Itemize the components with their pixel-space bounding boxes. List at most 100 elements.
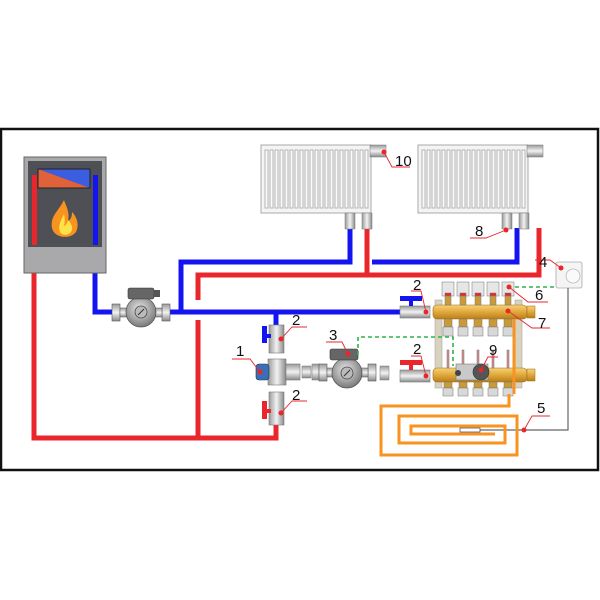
radiator-fin: [441, 149, 446, 209]
outlet-nut: [457, 387, 469, 397]
outlet-nut: [502, 326, 514, 337]
outlet-nut: [472, 326, 484, 337]
outlet-nut: [487, 326, 499, 337]
radiator-fin: [521, 149, 526, 209]
flowmeter: [446, 349, 450, 369]
heat-exchanger-hot: [38, 169, 90, 188]
flame-icon: [51, 200, 78, 237]
outlet-fitting: [488, 381, 498, 389]
radiator-fin: [359, 149, 364, 209]
flowmeter: [491, 349, 495, 369]
label-9: 9: [489, 342, 497, 359]
radiator-fin: [349, 149, 354, 209]
label-6: 6: [535, 287, 543, 304]
radiator-fin: [421, 149, 426, 209]
radiator-fin: [426, 149, 431, 209]
label-8: 8: [475, 223, 483, 240]
radiator-fin: [364, 149, 369, 209]
outlet-fitting: [443, 381, 453, 389]
outlet-nut: [472, 387, 484, 397]
actuator-indicator: [504, 292, 512, 297]
radiator-fin: [476, 149, 481, 209]
ball-valve-return: [262, 324, 285, 354]
valve-stem: [489, 295, 497, 306]
radiator-fin: [471, 149, 476, 209]
radiator-fin: [511, 149, 516, 209]
label-10: 10: [395, 153, 412, 170]
radiator-fin: [299, 149, 304, 209]
label-2-manifold-return: 2: [413, 277, 421, 294]
radiator-fin: [319, 149, 324, 209]
label-3: 3: [329, 327, 337, 344]
flowmeter: [506, 349, 510, 369]
outlet-fitting: [473, 318, 483, 328]
radiator-fin: [304, 149, 309, 209]
actuator-indicator: [444, 292, 452, 297]
thermostatic-head: [526, 144, 544, 158]
ball-valve-manifold-return: [399, 296, 431, 319]
control-wires: [357, 286, 555, 366]
radiator-fin: [279, 149, 284, 209]
radiator-fin: [289, 149, 294, 209]
valve-stem: [459, 295, 467, 306]
boiler: [23, 156, 107, 274]
leader-lines: [232, 151, 562, 431]
outlet-fitting: [473, 381, 483, 389]
three-way-mixing-valve: [255, 358, 320, 386]
label-5: 5: [537, 400, 545, 417]
radiator-fin: [446, 149, 451, 209]
ball-valve-supply: [262, 391, 285, 426]
radiator-fin: [314, 149, 319, 209]
label-1: 1: [236, 343, 244, 360]
radiator-fin: [309, 149, 314, 209]
outlet-fitting: [488, 318, 498, 328]
label-2-manifold-supply: 2: [413, 341, 421, 358]
radiator-fin: [431, 149, 436, 209]
floor-sensor: [459, 427, 481, 433]
floor-circuit-pump: [318, 348, 390, 389]
radiator-fin: [436, 149, 441, 209]
radiator-fin: [324, 149, 329, 209]
supply-pipes: [31, 175, 542, 441]
radiator-fin: [451, 149, 456, 209]
radiator-right: [417, 144, 544, 233]
radiator-fin: [506, 149, 511, 209]
outlet-fitting: [443, 318, 453, 328]
radiator-fin: [516, 149, 521, 209]
radiator-fin: [481, 149, 486, 209]
radiator-left: [260, 144, 387, 230]
radiator-fin: [496, 149, 501, 209]
radiator-fin: [334, 149, 339, 209]
outlet-fitting: [503, 318, 513, 328]
radiator-fin: [294, 149, 299, 209]
radiator-fin: [264, 149, 269, 209]
label-2-supply: 2: [292, 387, 300, 404]
outlet-nut: [487, 387, 499, 397]
radiator-fin: [486, 149, 491, 209]
radiator-fin: [491, 149, 496, 209]
outlet-fitting: [503, 381, 513, 389]
outlet-nut: [442, 387, 454, 397]
radiator-fin: [269, 149, 274, 209]
label-2-return: 2: [292, 312, 300, 329]
radiator-fin: [456, 149, 461, 209]
outlet-nut: [457, 326, 469, 337]
actuator-indicator: [489, 292, 497, 297]
radiator-fin: [339, 149, 344, 209]
main-circulation-pump: [111, 287, 171, 328]
valve-stem: [474, 295, 482, 306]
outlet-fitting: [458, 381, 468, 389]
radiator-fin: [284, 149, 289, 209]
ball-valve-manifold-supply: [399, 360, 431, 383]
distribution-manifold: [432, 281, 536, 397]
radiator-fin: [329, 149, 334, 209]
radiator-fin: [354, 149, 359, 209]
outlet-fitting: [458, 318, 468, 328]
underfloor-heating-loop: [379, 319, 519, 457]
sensor-wire: [460, 288, 569, 431]
radiator-fin: [466, 149, 471, 209]
valve-stem: [444, 295, 452, 306]
actuator-indicator: [459, 292, 467, 297]
room-thermostat: [555, 261, 583, 289]
